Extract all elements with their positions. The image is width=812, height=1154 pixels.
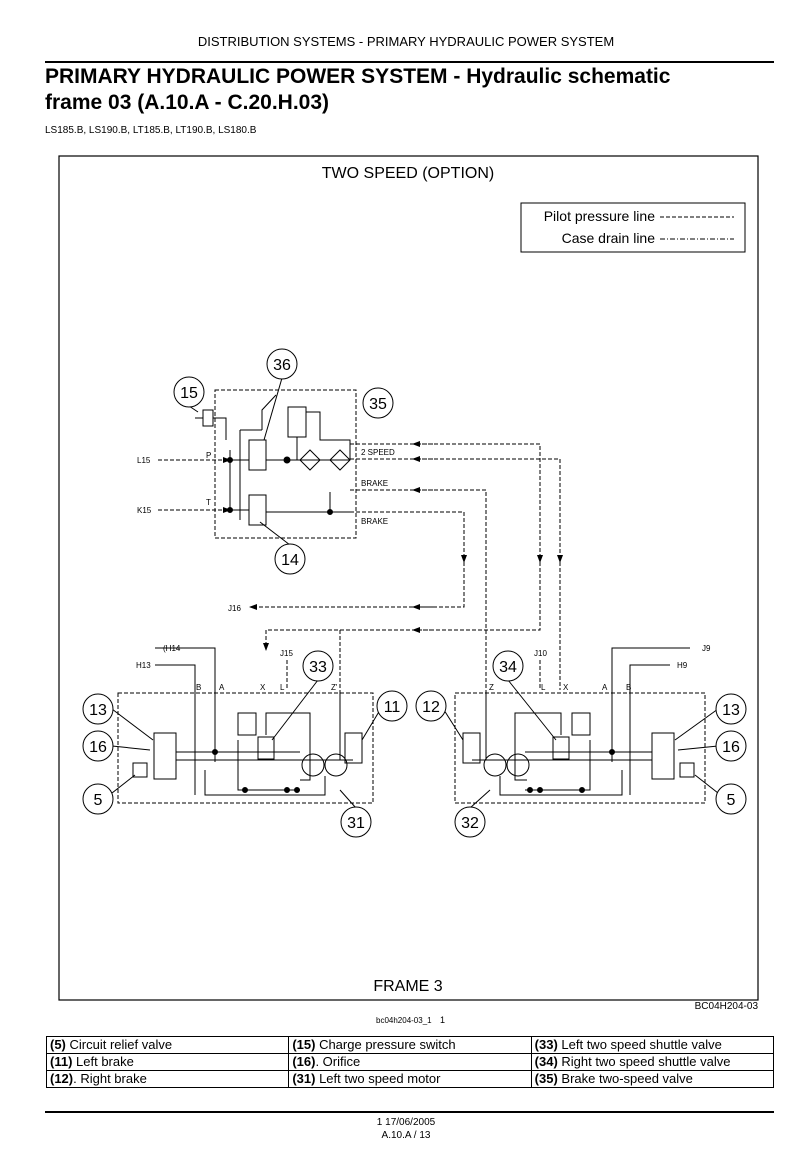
footer-rule xyxy=(45,1111,774,1113)
left-motor-group xyxy=(117,647,374,804)
port-right-B: B xyxy=(626,683,631,692)
balloon-35: 35 xyxy=(362,387,394,419)
drain-line-label: Case drain line xyxy=(562,230,656,246)
port-P: P xyxy=(206,451,211,460)
legend-cell: (33) Left two speed shuttle valve xyxy=(530,1036,775,1054)
port-left-A: A xyxy=(219,683,225,692)
legend-cell: (5) Circuit relief valve xyxy=(45,1036,290,1054)
line-type-legend: Pilot pressure line Case drain line xyxy=(520,202,746,253)
running-header: DISTRIBUTION SYSTEMS - PRIMARY HYDRAULIC… xyxy=(197,34,615,49)
balloon-11: 11 xyxy=(376,690,408,722)
svg-text:33: 33 xyxy=(309,659,327,676)
legend-row: (11) Left brake (16). Orifice (34) Right… xyxy=(45,1053,775,1071)
port-right-L: L xyxy=(541,683,546,692)
port-left-L: L xyxy=(280,683,285,692)
label-brake-1: BRAKE xyxy=(361,479,388,488)
balloon-12: 12 xyxy=(415,690,447,722)
figure-id: BC04H204-03 xyxy=(694,1001,758,1012)
right-motor-group xyxy=(454,647,706,804)
label-2speed: 2 SPEED xyxy=(361,448,395,457)
port-right-A: A xyxy=(602,683,608,692)
port-K15: K15 xyxy=(137,506,152,515)
source-page: 1 xyxy=(440,1015,446,1025)
port-J10: J10 xyxy=(534,649,547,658)
svg-text:13: 13 xyxy=(89,702,107,719)
port-right-Z: Z xyxy=(489,683,494,692)
svg-text:35: 35 xyxy=(369,396,387,413)
svg-text:15: 15 xyxy=(180,385,198,402)
legend-cell: (34) Right two speed shuttle valve xyxy=(530,1053,775,1071)
parts-legend-table: (5) Circuit relief valve (15) Charge pre… xyxy=(45,1036,775,1088)
legend-cell: (35) Brake two-speed valve xyxy=(530,1070,775,1088)
svg-text:34: 34 xyxy=(499,659,517,676)
svg-text:32: 32 xyxy=(461,815,479,832)
brake-two-speed-valve-block xyxy=(158,389,357,539)
svg-text:13: 13 xyxy=(722,702,740,719)
svg-text:16: 16 xyxy=(722,739,740,756)
label-brake-2: BRAKE xyxy=(361,517,388,526)
port-H9: H9 xyxy=(677,661,688,670)
diagram-title: TWO SPEED (OPTION) xyxy=(322,165,494,182)
footer-date: 1 17/06/2005 xyxy=(376,1117,436,1128)
svg-text:5: 5 xyxy=(94,792,103,809)
legend-row: (5) Circuit relief valve (15) Charge pre… xyxy=(45,1036,775,1054)
port-left-B: B xyxy=(196,683,201,692)
balloon-leaders xyxy=(111,377,719,809)
svg-text:11: 11 xyxy=(384,699,401,716)
pilot-line-label: Pilot pressure line xyxy=(544,208,655,224)
diagram-caption: FRAME 3 xyxy=(373,978,442,995)
balloon-5-left: 5 xyxy=(82,783,114,815)
balloon-33: 33 xyxy=(302,650,334,682)
balloon-31: 31 xyxy=(340,806,372,838)
legend-cell: (12). Right brake xyxy=(45,1070,290,1088)
balloon-15: 15 xyxy=(173,376,205,408)
svg-text:12: 12 xyxy=(422,699,440,716)
balloon-5-right: 5 xyxy=(715,783,747,815)
legend-cell: (15) Charge pressure switch xyxy=(288,1036,532,1054)
footer-page-ref: A.10.A / 13 xyxy=(381,1130,431,1141)
legend-cell: (31) Left two speed motor xyxy=(288,1070,532,1088)
port-T: T xyxy=(206,498,211,507)
svg-text:14: 14 xyxy=(281,552,299,569)
model-list: LS185.B, LS190.B, LT185.B, LT190.B, LS18… xyxy=(45,125,257,136)
legend-row: (12). Right brake (31) Left two speed mo… xyxy=(45,1070,775,1088)
header-rule xyxy=(45,61,774,63)
balloon-13-right: 13 xyxy=(715,693,747,725)
port-J15: J15 xyxy=(280,649,293,658)
page-title-line1: PRIMARY HYDRAULIC POWER SYSTEM - Hydraul… xyxy=(45,65,671,88)
svg-text:5: 5 xyxy=(727,792,736,809)
port-right-X: X xyxy=(563,683,569,692)
port-H14: (H14 xyxy=(163,644,181,653)
source-ref: bc04h204-03_1 xyxy=(376,1016,432,1025)
balloon-16-left: 16 xyxy=(82,730,114,762)
port-left-Z: Z' xyxy=(331,683,338,692)
balloon-16-right: 16 xyxy=(715,730,747,762)
port-L15: L15 xyxy=(137,456,151,465)
page-title: PRIMARY HYDRAULIC POWER SYSTEM - Hydraul… xyxy=(45,64,785,116)
balloon-32: 32 xyxy=(454,806,486,838)
svg-text:31: 31 xyxy=(347,815,365,832)
svg-text:36: 36 xyxy=(273,357,291,374)
balloon-36: 36 xyxy=(266,348,298,380)
port-J16: J16 xyxy=(228,604,241,613)
balloon-14: 14 xyxy=(274,543,306,575)
port-J9: J9 xyxy=(702,644,711,653)
port-left-X: X xyxy=(260,683,266,692)
legend-cell: (11) Left brake xyxy=(45,1053,290,1071)
balloon-34: 34 xyxy=(492,650,524,682)
legend-cell: (16). Orifice xyxy=(288,1053,532,1071)
balloon-13-left: 13 xyxy=(82,693,114,725)
svg-text:16: 16 xyxy=(89,739,107,756)
page-title-line2: frame 03 (A.10.A - C.20.H.03) xyxy=(45,91,330,114)
port-H13: H13 xyxy=(136,661,151,670)
figure-frame xyxy=(58,155,759,1001)
pilot-lines xyxy=(249,441,563,690)
